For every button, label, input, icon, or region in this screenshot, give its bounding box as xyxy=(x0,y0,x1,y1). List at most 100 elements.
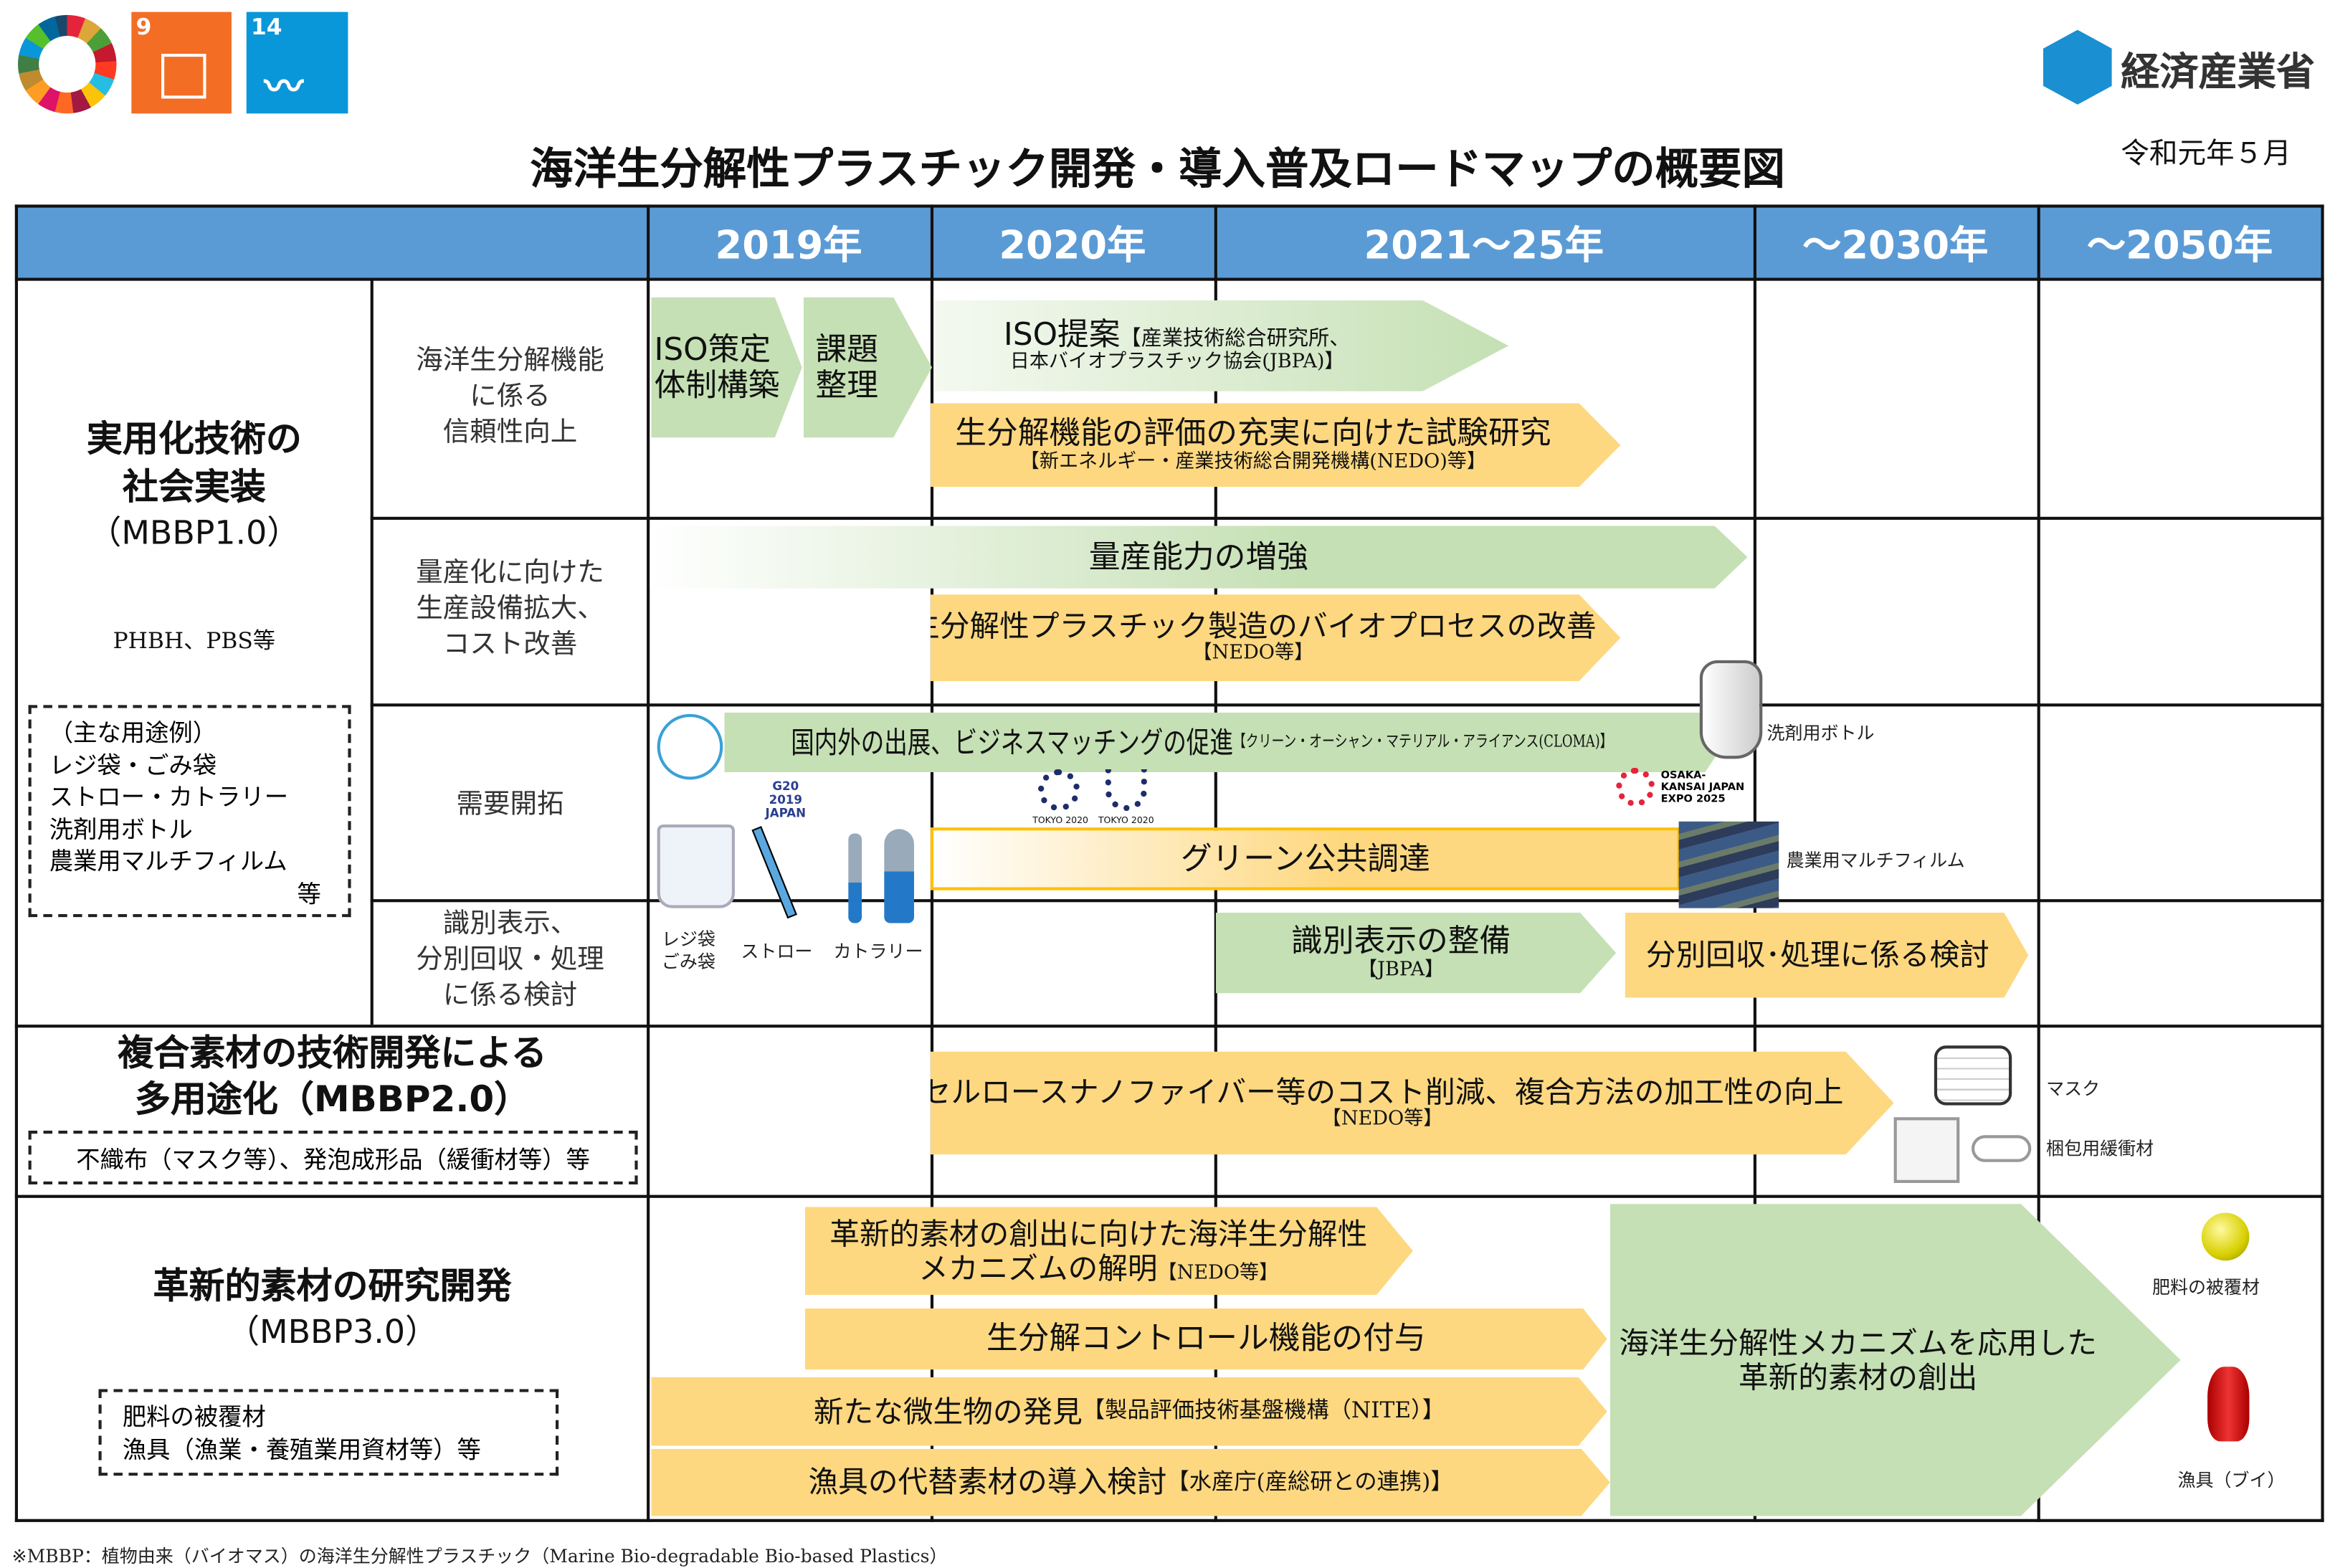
mbbp-code: （MBBP3.0） xyxy=(227,1314,438,1352)
label: 信頼性向上 xyxy=(442,417,578,448)
detergent-bottle-icon xyxy=(1699,660,1763,759)
sdg-9-icon: 9 xyxy=(131,11,232,114)
caption-line: レジ袋 xyxy=(661,928,715,950)
arrow-label: 漁具の代替素材の導入検討 xyxy=(808,1463,1167,1500)
microbe-arrow: 新たな微生物の発見【製品評価技術基盤機構（NITE）】 xyxy=(651,1377,1607,1446)
grid-line xyxy=(14,1025,2324,1028)
green-procurement-bar: グリーン公共調達 xyxy=(930,827,1680,890)
arrow-label: 国内外の出展、ビジネスマッチングの促進 xyxy=(791,723,1234,760)
tokyo2020-label: TOKYO 2020 xyxy=(1032,815,1089,827)
arrow-org: 【NEDO等】 xyxy=(1192,642,1314,665)
grid-line xyxy=(2037,204,2040,1522)
arrow-label: メカニズムの解明 xyxy=(918,1249,1158,1286)
label: に係る xyxy=(470,381,551,412)
tokyo2020-paralympic-logo-icon xyxy=(1105,769,1147,812)
arrow-org: 【製品評価技術基盤機構（NITE）】 xyxy=(1082,1397,1445,1425)
expo2025-label: OSAKA-KANSAI JAPAN EXPO 2025 xyxy=(1660,769,1745,805)
mulch-film-photo-icon xyxy=(1678,821,1779,908)
footnote: ※MBBP：植物由来（バイオマス）の海洋生分解性プラスチック（Marine Bi… xyxy=(11,1546,948,1567)
header-row xyxy=(14,204,2323,278)
buoy-caption: 漁具（ブイ） xyxy=(2177,1469,2286,1491)
grid-line xyxy=(2321,204,2324,1522)
label: 量産化に向けた xyxy=(416,557,604,589)
sdg-number: 14 xyxy=(250,13,282,41)
mbbp2-title: 複合素材の技術開発による多用途化（MBBP2.0） xyxy=(18,1030,647,1123)
spoon-icon xyxy=(884,829,914,923)
arrow-org: 【新エネルギー・産業技術総合開発機構(NEDO)等】 xyxy=(1019,450,1486,473)
date: 令和元年５月 xyxy=(2121,137,2291,171)
arrow-label: 生分解性プラスチック製造のバイオプロセスの改善 xyxy=(910,607,1597,644)
grid-line xyxy=(14,277,2324,281)
grid-line xyxy=(370,277,374,1025)
use-item: 肥料の被覆材 xyxy=(122,1402,266,1431)
label: 分別回収・処理 xyxy=(416,944,604,976)
arrow-label: 新たな微生物の発見 xyxy=(813,1392,1083,1429)
grid-line xyxy=(647,204,650,1522)
subrow-mass-production: 量産化に向けた生産設備拡大、コスト改善 xyxy=(374,556,647,663)
arrow-label: 識別表示の整備 xyxy=(1291,923,1511,960)
use-item: 農業用マルチフィルム xyxy=(49,847,287,875)
label: 識別表示、 xyxy=(442,908,578,940)
cloma-logo-icon xyxy=(657,713,723,780)
arrow-org: 【クリーン・オーシャン・マテリアル・アライアンス(CLOMA)】 xyxy=(1233,731,1614,751)
title-line: 複合素材の技術開発による xyxy=(118,1032,547,1074)
tokyo2020-label: TOKYO 2020 xyxy=(1098,815,1154,827)
use-item: （主な用途例） xyxy=(49,718,217,747)
mbbp2-uses-box: 不織布（マスク等）、発泡成形品（緩衝材等）等 xyxy=(28,1131,638,1185)
subrow-reliability: 海洋生分解機能に係る信頼性向上 xyxy=(374,343,647,451)
mass-production-arrow: 量産能力の増強 xyxy=(650,526,1748,589)
bottle-caption: 洗剤用ボトル xyxy=(1766,723,1875,744)
control-arrow: 生分解コントロール機能の付与 xyxy=(804,1308,1607,1370)
arrow-label: 海洋生分解性メカニズムを応用した xyxy=(1619,1324,2097,1360)
header-2020: 2020年 xyxy=(999,224,1146,269)
peanut-cushion-icon xyxy=(1971,1135,2032,1162)
sdg-wheel-icon xyxy=(17,14,117,114)
label: コスト改善 xyxy=(442,629,578,660)
g20-logo: G20 2019 JAPAN xyxy=(765,779,807,820)
header-2050: ～2050年 xyxy=(2087,224,2273,269)
fishing-gear-arrow: 漁具の代替素材の導入検討【水産庁(産総研との連携)】 xyxy=(651,1448,1610,1516)
grid-line xyxy=(370,703,2324,707)
arrow-org: 【産業技術総合研究所、 xyxy=(1120,327,1351,351)
use-item: レジ袋・ごみ袋 xyxy=(49,750,217,779)
cushion-caption: 梱包用緩衝材 xyxy=(2046,1138,2154,1159)
arrow-org: 【NEDO等】 xyxy=(1157,1261,1279,1284)
labeling-arrow: 識別表示の整備【JBPA】 xyxy=(1215,912,1617,994)
header-2019: 2019年 xyxy=(715,224,862,269)
mbbp3-title: 革新的素材の研究開発（MBBP3.0） xyxy=(18,1262,647,1357)
grid-line xyxy=(14,1519,2324,1522)
title-line: 実用化技術の xyxy=(86,418,302,460)
arrow-label: 革新的素材の創出に向けた海洋生分解性 xyxy=(829,1215,1368,1251)
bioprocess-arrow: 生分解性プラスチック製造のバイオプロセスの改善【NEDO等】 xyxy=(930,594,1621,681)
sdg-14-icon: 14〰 xyxy=(246,11,348,114)
title-line: 社会実装 xyxy=(122,466,266,509)
subrow-demand: 需要開拓 xyxy=(456,788,564,820)
label: 生産設備拡大、 xyxy=(416,593,604,624)
tokyo2020-olympic-logo-icon xyxy=(1037,769,1080,812)
mbbp1-title: 実用化技術の社会実装（MBBP1.0） xyxy=(18,415,371,556)
grid-line xyxy=(370,516,2324,520)
straw-icon xyxy=(751,826,797,919)
exhibition-arrow: 国内外の出展、ビジネスマッチングの促進【クリーン・オーシャン・マテリアル・アライ… xyxy=(724,712,1726,773)
arrow-org: 【水産庁(産総研との連携)】 xyxy=(1166,1468,1453,1496)
straw-caption: ストロー xyxy=(741,941,813,962)
use-item: 等 xyxy=(297,879,321,908)
grid-line xyxy=(14,204,18,1522)
arrow-label: ISO提案 xyxy=(1003,316,1121,353)
mulch-caption: 農業用マルチフィルム xyxy=(1786,850,1965,871)
bag-caption: レジ袋ごみ袋 xyxy=(662,929,715,974)
collection-arrow: 分別回収･処理に係る検討 xyxy=(1625,912,2029,998)
exhibition-text: 国内外の出展、ビジネスマッチングの促進【クリーン・オーシャン・マテリアル・アライ… xyxy=(791,723,1614,760)
sdg-number: 9 xyxy=(135,13,152,41)
subrow-labeling: 識別表示、分別回収・処理に係る検討 xyxy=(374,907,647,1015)
fork-icon xyxy=(848,833,862,923)
arrow-label: セルロースナノファイバー等のコスト削減、複合方法の加工性の向上 xyxy=(921,1073,1844,1109)
mask-caption: マスク xyxy=(2046,1078,2101,1100)
plastic-bag-icon xyxy=(657,824,735,908)
grid-line xyxy=(370,899,2324,903)
fertilizer-caption: 肥料の被覆材 xyxy=(2152,1277,2260,1298)
fertilizer-pellet-icon xyxy=(2201,1212,2250,1261)
iso-framework-arrow: ISO策定体制構築 xyxy=(651,297,802,438)
arrow-label: 整理 xyxy=(815,367,878,404)
